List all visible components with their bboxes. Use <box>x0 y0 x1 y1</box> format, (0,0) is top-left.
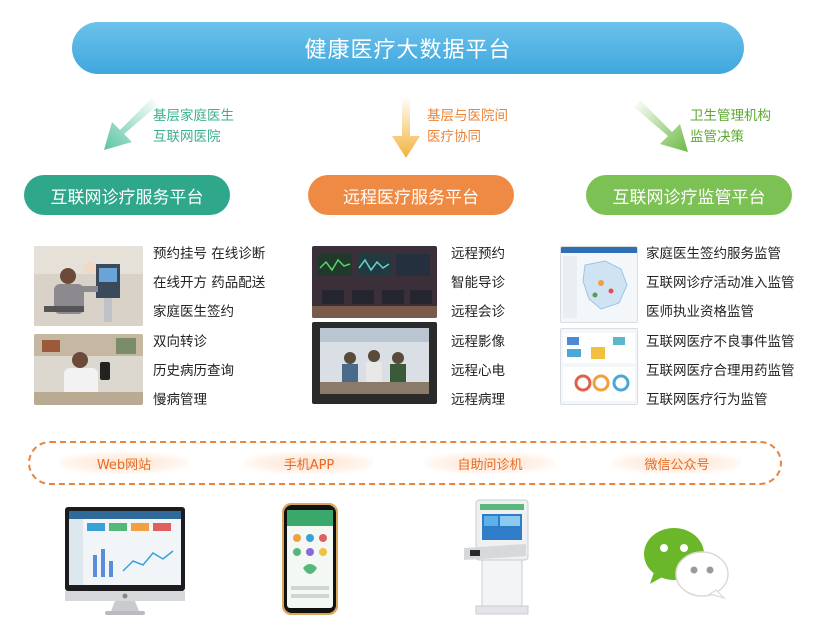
channel-label-web: Web网站 <box>59 452 189 474</box>
platform-pill-label: 互联网诊疗监管平台 <box>612 187 766 208</box>
desktop-monitor-icon <box>65 507 185 615</box>
list-item: 慢病管理 <box>153 392 207 409</box>
list-item: 在线开方 药品配送 <box>153 275 266 292</box>
list-item: 预约挂号 在线诊断 <box>153 246 266 262</box>
arrow-down-icon <box>392 96 420 158</box>
photo-monitoring-wall <box>312 246 437 318</box>
wechat-icon <box>644 528 729 600</box>
arrow-down-left-icon <box>104 98 158 150</box>
list-item: 智能导诊 <box>451 275 505 292</box>
branch-label-line: 卫生管理机构 <box>690 108 771 124</box>
list-item: 互联网诊疗活动准入监管 <box>646 275 795 292</box>
screenshot-supervision-map <box>560 246 638 323</box>
channel-label-kiosk: 自助问诊机 <box>425 452 555 474</box>
photo-self-service-terminal <box>34 246 143 326</box>
list-item: 家庭医生签约服务监管 <box>646 246 781 262</box>
branch-label-line: 基层与医院间 <box>427 108 508 124</box>
platform-pill-label: 互联网诊疗服务平台 <box>50 187 204 208</box>
list-item: 互联网医疗行为监管 <box>646 392 768 409</box>
service-list-remote: 远程预约 智能导诊 远程会诊 远程影像 远程心电 远程病理 <box>451 240 505 415</box>
list-item: 远程心电 <box>451 362 505 379</box>
list-item: 互联网医疗不良事件监管 <box>646 333 795 350</box>
platform-pill-remote-service: 远程医疗服务平台 <box>308 175 514 215</box>
platform-pill-label: 远程医疗服务平台 <box>343 187 479 208</box>
platform-pill-internet-service: 互联网诊疗服务平台 <box>24 175 230 215</box>
list-item: 远程会诊 <box>451 304 505 321</box>
list-item: 家庭医生签约 <box>153 304 234 321</box>
list-item: 远程病理 <box>451 392 505 409</box>
screenshot-supervision-dashboard <box>560 328 638 405</box>
list-item: 远程预约 <box>451 246 505 262</box>
list-item: 历史病历查询 <box>153 362 234 379</box>
branch-label-line: 互联网医院 <box>153 129 221 145</box>
branch-label-collaboration: 基层与医院间 医疗协同 <box>427 106 508 148</box>
list-item: 医师执业资格监管 <box>646 304 754 321</box>
channel-label-wechat: 微信公众号 <box>612 452 742 474</box>
photo-video-consultation <box>312 322 437 404</box>
branch-label-line: 监管决策 <box>690 129 744 145</box>
smartphone-icon <box>282 503 338 615</box>
channel-label-app: 手机APP <box>244 452 374 474</box>
photo-patient-with-phone <box>34 334 143 405</box>
branch-label-primary-care: 基层家庭医生 互联网医院 <box>153 106 234 148</box>
branch-label-line: 基层家庭医生 <box>153 108 234 124</box>
branch-label-line: 医疗协同 <box>427 129 481 145</box>
self-service-kiosk-icon <box>464 499 529 615</box>
list-item: 双向转诊 <box>153 333 207 350</box>
branch-label-supervision: 卫生管理机构 监管决策 <box>690 106 771 148</box>
access-channels-band <box>28 441 782 485</box>
service-list-internet: 预约挂号 在线诊断 在线开方 药品配送 家庭医生签约 双向转诊 历史病历查询 慢… <box>153 240 265 415</box>
platform-title: 健康医疗大数据平台 <box>304 38 512 63</box>
platform-title-banner: 健康医疗大数据平台 <box>72 22 744 74</box>
arrow-down-right-icon <box>634 100 688 152</box>
platform-pill-supervision: 互联网诊疗监管平台 <box>586 175 792 215</box>
list-item: 互联网医疗合理用药监管 <box>646 362 795 379</box>
service-list-supervision: 家庭医生签约服务监管 互联网诊疗活动准入监管 医师执业资格监管 互联网医疗不良事… <box>646 240 795 415</box>
list-item: 远程影像 <box>451 333 505 350</box>
